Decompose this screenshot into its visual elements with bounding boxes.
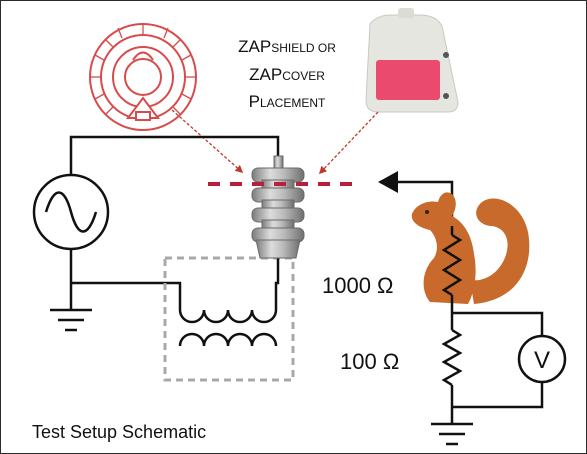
resistor-100-label: 100 Ω bbox=[340, 349, 399, 374]
ground-icon bbox=[50, 308, 92, 332]
diagram-caption: Test Setup Schematic bbox=[32, 422, 207, 442]
transformer-icon bbox=[172, 256, 280, 347]
squirrel-icon bbox=[411, 192, 530, 304]
ground-icon bbox=[431, 422, 473, 446]
voltmeter-icon: V bbox=[517, 334, 567, 384]
primary-wires bbox=[69, 135, 280, 310]
insulator-icon bbox=[251, 155, 305, 259]
svg-text:ZAPCOVER: ZAPCOVER bbox=[249, 65, 325, 84]
zapcover-leader-arrow bbox=[318, 111, 379, 175]
svg-text:ZAPSHIELD OR: ZAPSHIELD OR bbox=[238, 37, 336, 56]
resistor-1000-label: 1000 Ω bbox=[322, 273, 394, 298]
zapcover-icon bbox=[365, 8, 459, 113]
transformer-enclosure bbox=[163, 256, 295, 382]
zapshield-leader-arrow bbox=[171, 109, 244, 174]
placement-label: ZAPSHIELD OR ZAPCOVER PLACEMENT bbox=[238, 37, 336, 111]
contact-arrowhead bbox=[378, 171, 398, 193]
zapshield-icon bbox=[89, 23, 197, 131]
measurement-wires bbox=[441, 226, 544, 424]
svg-text:PLACEMENT: PLACEMENT bbox=[249, 92, 326, 111]
voltmeter-label: V bbox=[534, 347, 550, 374]
ac-source-icon bbox=[32, 173, 110, 251]
